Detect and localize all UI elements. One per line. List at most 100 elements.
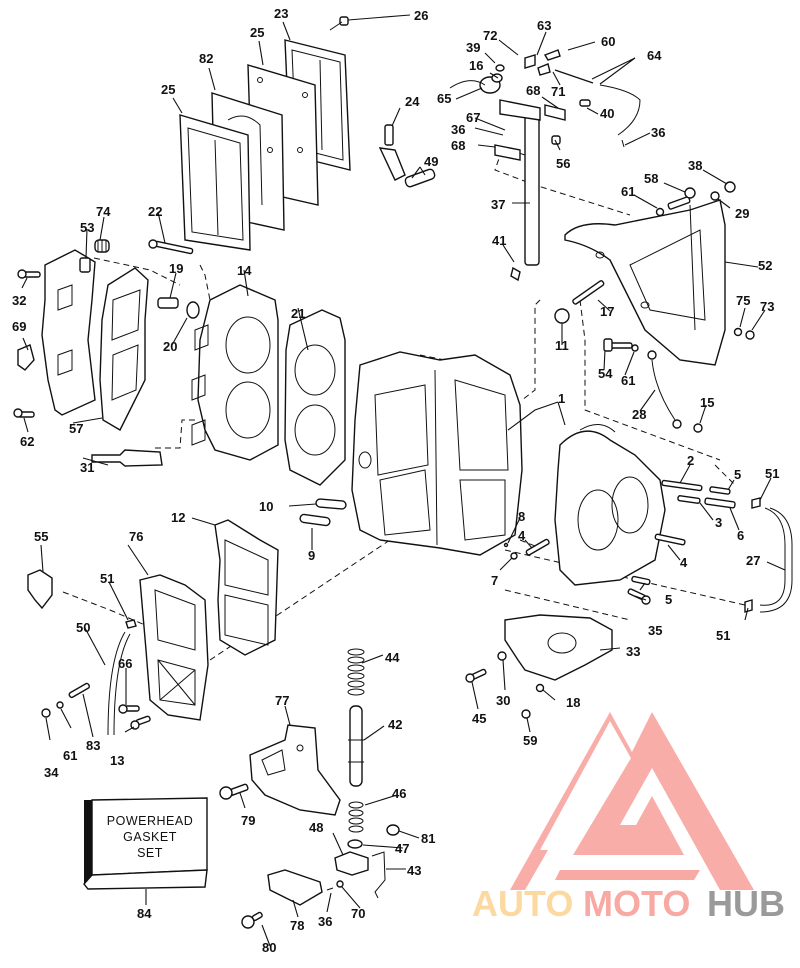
callout-38: 38 [688, 158, 702, 173]
callout-48: 48 [309, 820, 323, 835]
head-gasket-21 [284, 309, 346, 486]
nut-30 [497, 651, 507, 661]
callout-82: 82 [199, 51, 213, 66]
callout-24: 24 [405, 94, 420, 109]
callout-63: 63 [537, 18, 551, 33]
watermark-auto: AUTO [472, 883, 573, 924]
callout-4-right: 4 [680, 555, 688, 570]
callout-10: 10 [259, 499, 273, 514]
callout-75: 75 [736, 293, 750, 308]
callout-20: 20 [163, 339, 177, 354]
link-43 [371, 851, 386, 899]
callout-70: 70 [351, 906, 365, 921]
cylinder-block [351, 351, 523, 556]
callout-29: 29 [735, 206, 749, 221]
callout-46: 46 [392, 786, 406, 801]
gasket-12 [214, 519, 279, 656]
dowel-9 [299, 513, 331, 527]
bracket-77 [249, 724, 341, 816]
callout-5-top: 5 [734, 467, 741, 482]
callout-74: 74 [96, 204, 111, 219]
bolt-35 [627, 588, 651, 605]
fitting-83 [68, 682, 90, 699]
callout-52: 52 [758, 258, 772, 273]
callout-53: 53 [80, 220, 94, 235]
callout-21: 21 [291, 306, 305, 321]
stud-17 [572, 280, 605, 305]
callout-55: 55 [34, 529, 48, 544]
callout-26: 26 [414, 8, 428, 23]
watermark: AUTO MOTO HUB [472, 712, 785, 924]
callout-4-left: 4 [518, 528, 526, 543]
callout-25-left: 25 [161, 82, 175, 97]
assembly-guide-lines [62, 149, 746, 661]
callout-84: 84 [137, 906, 152, 921]
thermostat-19 [157, 297, 179, 309]
clamp-55 [27, 569, 53, 610]
callout-66: 66 [118, 656, 132, 671]
washer-18 [535, 683, 545, 693]
nut-34 [41, 708, 51, 718]
shaft-42 [348, 705, 364, 787]
callout-9: 9 [308, 548, 315, 563]
callout-32: 32 [12, 293, 26, 308]
pin-3 [677, 495, 701, 504]
nut-73 [745, 330, 755, 340]
washer-75 [733, 327, 743, 337]
stud-2 [661, 479, 703, 492]
callout-8: 8 [518, 509, 525, 524]
callout-31: 31 [80, 460, 94, 475]
valve-53 [79, 257, 91, 273]
callout-81: 81 [421, 831, 435, 846]
callout-65: 65 [437, 91, 451, 106]
callout-30: 30 [496, 693, 510, 708]
screw-54 [603, 338, 633, 352]
plug-11 [554, 308, 570, 324]
washer-61-mid [631, 344, 639, 352]
choke-rod-64 [554, 69, 641, 148]
callout-45: 45 [472, 711, 486, 726]
lever-48 [334, 851, 369, 876]
callout-50: 50 [76, 620, 90, 635]
callout-28: 28 [632, 407, 646, 422]
bolt-26 [329, 16, 349, 31]
callout-69: 69 [12, 319, 26, 334]
callout-6: 6 [737, 528, 744, 543]
bypass-cover-76 [139, 574, 209, 721]
callout-43: 43 [407, 863, 421, 878]
callout-61-mid: 61 [621, 373, 635, 388]
callout-12: 12 [171, 510, 185, 525]
washer-70 [336, 880, 344, 888]
callout-35: 35 [648, 623, 662, 638]
callout-68-top: 68 [526, 83, 540, 98]
nut-15 [693, 423, 703, 433]
washer-61-top [655, 207, 665, 217]
callout-2: 2 [687, 453, 694, 468]
exhaust-cover-left [41, 249, 96, 416]
callout-71: 71 [551, 84, 565, 99]
bolt-80 [241, 911, 263, 929]
callout-57: 57 [69, 421, 83, 436]
screw-66 [118, 704, 140, 714]
callout-40: 40 [600, 106, 614, 121]
callout-59: 59 [523, 733, 537, 748]
callout-77: 77 [275, 693, 289, 708]
crankcase-half [554, 424, 666, 586]
watermark-logo-icon [510, 712, 754, 890]
callout-47: 47 [395, 841, 409, 856]
callout-41: 41 [492, 233, 506, 248]
callout-27: 27 [746, 553, 760, 568]
callout-1: 1 [558, 391, 565, 406]
clamp-51-bottom [744, 599, 753, 613]
gasket-set-line-1: POWERHEAD [107, 814, 193, 828]
spring-46 [348, 801, 364, 833]
callout-22: 22 [148, 204, 162, 219]
callout-78: 78 [290, 918, 304, 933]
bracket-52 [564, 199, 726, 366]
cap-47 [347, 839, 363, 849]
callout-44: 44 [385, 650, 400, 665]
callout-79: 79 [241, 813, 255, 828]
gasket-20 [186, 301, 200, 319]
callout-36-right: 36 [651, 125, 665, 140]
